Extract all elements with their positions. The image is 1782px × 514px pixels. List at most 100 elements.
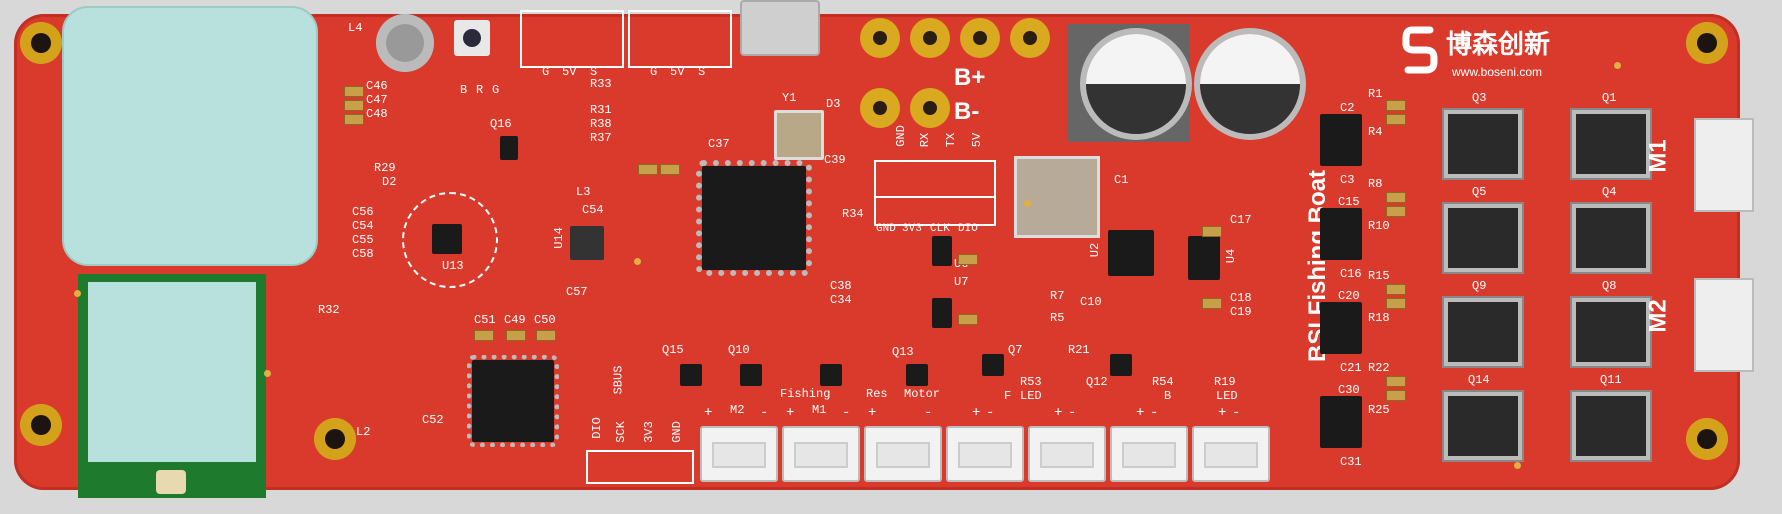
connector-f xyxy=(946,426,1024,482)
ic-u14 xyxy=(570,226,604,260)
y1-label: Y1 xyxy=(782,91,797,105)
via xyxy=(264,370,271,377)
transistor xyxy=(500,136,518,160)
mosfet xyxy=(1570,390,1652,462)
servo1-s: S xyxy=(590,65,598,79)
swd-3v3: 3V3 xyxy=(902,223,922,235)
minus: - xyxy=(1232,405,1241,421)
b-plus-label: B+ xyxy=(954,64,986,91)
r32-label: R32 xyxy=(318,303,340,317)
c50-label: C54 xyxy=(582,203,604,217)
transistor xyxy=(982,354,1004,376)
pad xyxy=(1010,18,1050,58)
q15-label: Q15 xyxy=(662,343,684,357)
r29-label: R29 xyxy=(374,161,396,175)
d3-label: D3 xyxy=(826,97,841,111)
ufl-connector xyxy=(156,470,186,494)
c48-label: C52 xyxy=(422,413,444,427)
c18-label: C18 xyxy=(1230,291,1252,305)
c30-label: C30 xyxy=(1338,383,1360,397)
mosfet-label: Q3 xyxy=(1472,91,1487,105)
mounting-hole xyxy=(314,418,356,460)
q10-label: Q10 xyxy=(728,343,750,357)
servo1-5v: 5V xyxy=(562,65,577,79)
transistor xyxy=(740,364,762,386)
plus: + xyxy=(1054,405,1063,421)
label-m1: M1 xyxy=(812,403,827,417)
smd-pad xyxy=(958,254,978,265)
servo1-g: G xyxy=(542,65,550,79)
driver-ic xyxy=(1320,114,1362,166)
servo2-g: G xyxy=(650,65,658,79)
uart-tx: TX xyxy=(944,132,959,148)
r15-label: R15 xyxy=(1368,269,1390,283)
c36-label: C37 xyxy=(708,137,730,151)
r8-label: R8 xyxy=(1368,177,1383,191)
uart-rx: RX xyxy=(918,132,933,148)
c31-label: C31 xyxy=(1340,455,1362,469)
l4-label: L4 xyxy=(348,21,363,35)
r54-label: R54 xyxy=(1152,375,1174,389)
sbus-label: SBUS xyxy=(611,365,626,395)
r7-label: R7 xyxy=(1050,289,1065,303)
label-motor: Motor xyxy=(904,387,941,401)
swd-header xyxy=(874,196,996,226)
smd-pad xyxy=(1202,226,1222,237)
smd-pad xyxy=(1386,376,1406,387)
ic-u4 xyxy=(1188,236,1220,280)
mosfet xyxy=(1442,108,1524,180)
label-led: LED xyxy=(1020,389,1042,403)
mounting-hole xyxy=(1686,22,1728,64)
c10-label: C10 xyxy=(1080,295,1102,309)
q7-label: Q7 xyxy=(1008,343,1023,357)
c39-label: C39 xyxy=(824,153,846,167)
plus: + xyxy=(704,405,713,421)
r31-label: R31 xyxy=(590,103,612,117)
r53-label: R53 xyxy=(1020,375,1042,389)
via xyxy=(1614,62,1621,69)
u4-label: U4 xyxy=(1224,248,1239,264)
secondary-mcu xyxy=(467,355,559,447)
sensor-ring xyxy=(402,192,498,288)
r19-label: R19 xyxy=(1214,375,1236,389)
servo2-s: S xyxy=(698,65,706,79)
smd-pad xyxy=(474,330,494,341)
smd-pad xyxy=(344,114,364,125)
smd-pad xyxy=(1386,114,1406,125)
c54-label: C56 xyxy=(352,205,374,219)
smd-pad xyxy=(958,314,978,325)
driver-ic xyxy=(1320,208,1362,260)
m1-label: M1 xyxy=(1644,139,1672,173)
mosfet-label: Q14 xyxy=(1468,373,1490,387)
brand-website: www.boseni.com xyxy=(1452,65,1543,79)
mosfet xyxy=(1442,202,1524,274)
plus: + xyxy=(1136,405,1145,421)
label-led2: LED xyxy=(1216,389,1238,403)
r21-label: R21 xyxy=(1068,343,1090,357)
rgb-led xyxy=(454,20,490,56)
plus: + xyxy=(868,405,877,421)
c46-label: C50 xyxy=(534,313,556,327)
smd-pad xyxy=(1386,390,1406,401)
minus: - xyxy=(1068,405,1077,421)
r34-label: R34 xyxy=(842,207,864,221)
connector-b xyxy=(1110,426,1188,482)
smd-pad xyxy=(536,330,556,341)
transistor xyxy=(820,364,842,386)
c19-label: C19 xyxy=(1230,305,1252,319)
c53-label: C55 xyxy=(352,233,374,247)
crystal-y1 xyxy=(774,110,824,160)
c15-label: C15 xyxy=(1338,195,1360,209)
swd-gnd: GND xyxy=(876,223,896,235)
d2-label: D2 xyxy=(382,175,397,189)
smd-pad xyxy=(1386,100,1406,111)
pad xyxy=(860,18,900,58)
ic-u6 xyxy=(932,236,952,266)
connector-led2 xyxy=(1192,426,1270,482)
debug-sck: SCK xyxy=(613,421,628,443)
swd-clk: CLK xyxy=(930,223,950,235)
mosfet xyxy=(1442,296,1524,368)
c2-label: C2 xyxy=(1340,101,1355,115)
plus: + xyxy=(786,405,795,421)
motor1-connector xyxy=(1694,118,1754,212)
